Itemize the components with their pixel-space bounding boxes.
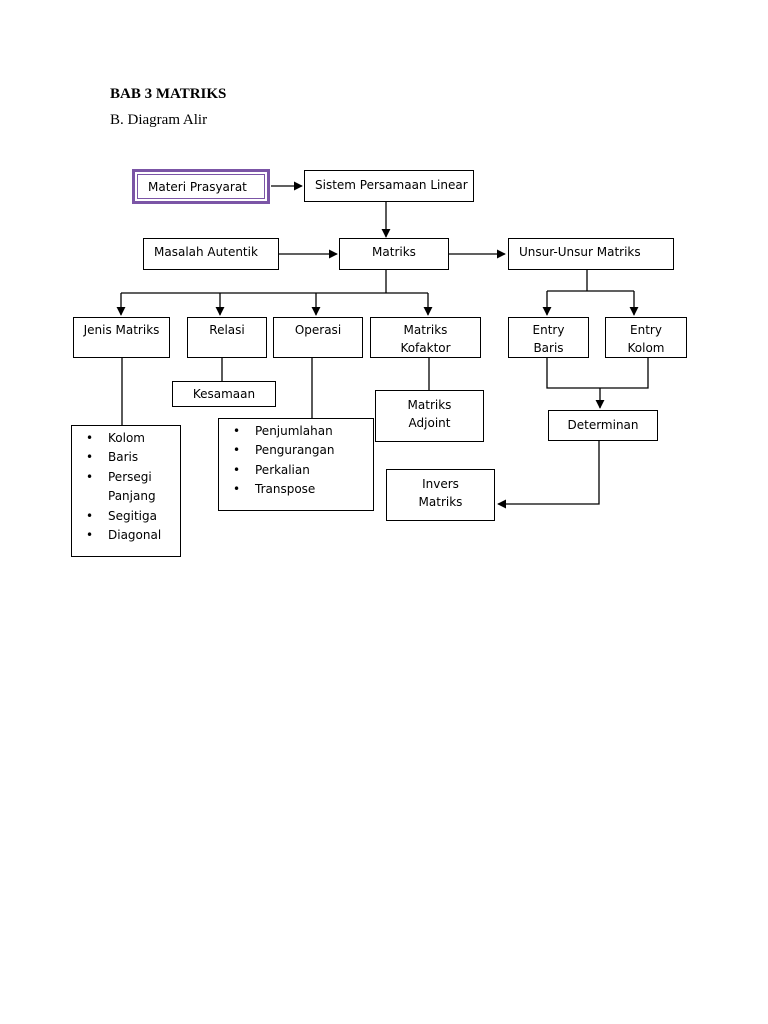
list-item: Perkalian [219, 461, 373, 481]
node-entry-kolom-line1: Entry [630, 323, 662, 337]
node-matriks-adjoint-line2: Adjoint [408, 416, 451, 430]
operasi-list: Penjumlahan Pengurangan Perkalian Transp… [218, 418, 374, 511]
node-relasi: Relasi [187, 317, 267, 358]
node-materi-prasyarat: Materi Prasyarat [132, 169, 270, 204]
node-determinan: Determinan [548, 410, 658, 441]
node-entry-baris: Entry Baris [508, 317, 589, 358]
jenis-matriks-bullets: Kolom Baris Persegi Panjang Segitiga Dia… [72, 429, 180, 546]
list-item: Transpose [219, 480, 373, 500]
list-item: Diagonal [72, 526, 180, 546]
node-masalah-autentik: Masalah Autentik [143, 238, 279, 270]
node-matriks-kofaktor-line1: Matriks [403, 323, 448, 337]
heading: BAB 3 MATRIKS [110, 86, 227, 102]
node-entry-baris-line1: Entry [532, 323, 565, 337]
list-item: Kolom [72, 429, 180, 449]
node-jenis-matriks: Jenis Matriks [73, 317, 170, 358]
node-matriks-kofaktor-line2: Kofaktor [400, 341, 451, 355]
jenis-matriks-list: Kolom Baris Persegi Panjang Segitiga Dia… [71, 425, 181, 557]
list-item: Pengurangan [219, 441, 373, 461]
node-operasi: Operasi [273, 317, 363, 358]
node-matriks-kofaktor: Matriks Kofaktor [370, 317, 481, 358]
node-sistem-persamaan-linear: Sistem Persamaan Linear [304, 170, 474, 202]
list-item: Persegi Panjang [72, 468, 180, 507]
node-entry-kolom-line2: Kolom [627, 341, 665, 355]
list-item: Penjumlahan [219, 422, 373, 442]
node-matriks-adjoint-line1: Matriks [407, 398, 452, 412]
node-invers-matriks-line1: Invers [422, 477, 459, 491]
node-entry-kolom: Entry Kolom [605, 317, 687, 358]
node-materi-prasyarat-label: Materi Prasyarat [137, 174, 265, 199]
operasi-bullets: Penjumlahan Pengurangan Perkalian Transp… [219, 422, 373, 500]
node-matriks-adjoint: Matriks Adjoint [375, 390, 484, 442]
line-entry-join [546, 358, 649, 389]
node-entry-baris-line2: Baris [533, 341, 564, 355]
list-item: Segitiga [72, 507, 180, 527]
node-invers-matriks: Invers Matriks [386, 469, 495, 521]
arrow-determinan-to-invers [497, 441, 600, 509]
node-matriks: Matriks [339, 238, 449, 270]
subheading: B. Diagram Alir [110, 112, 208, 128]
list-item: Baris [72, 448, 180, 468]
node-invers-matriks-line2: Matriks [418, 495, 463, 509]
node-unsur-unsur-matriks: Unsur-Unsur Matriks [508, 238, 674, 270]
node-kesamaan: Kesamaan [172, 381, 276, 407]
